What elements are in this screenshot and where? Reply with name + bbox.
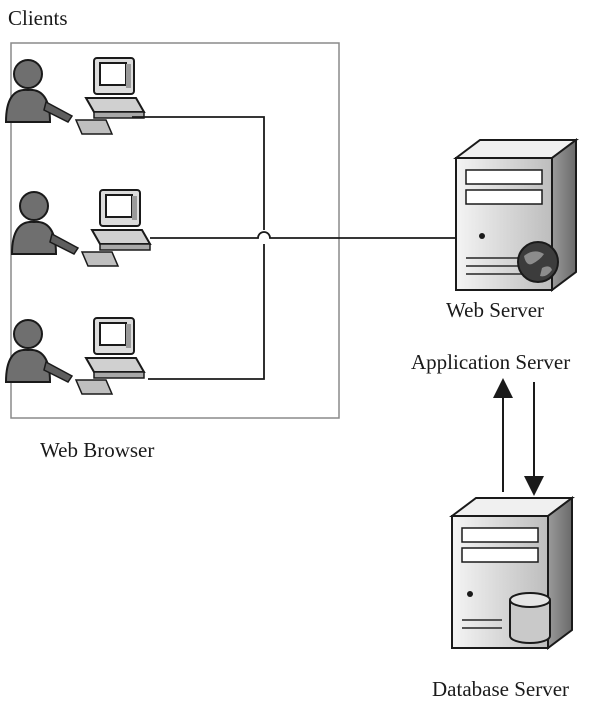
database-cylinder-icon: [509, 592, 551, 644]
clients-group-frame: [10, 42, 340, 419]
database-server-label: Database Server: [432, 677, 570, 701]
client-1-icon: [5, 57, 145, 135]
client-3-link: [148, 244, 265, 380]
network-connections: [132, 116, 470, 380]
client-1-link: [132, 116, 265, 230]
globe-icon: [517, 241, 559, 283]
application-server-label: Application Server: [411, 350, 571, 374]
client-3-icon: [5, 317, 145, 395]
client-2-link: [150, 231, 470, 239]
web-server-label: Web Server: [446, 298, 545, 322]
clients-label: Clients: [8, 6, 68, 30]
web-browser-label: Web Browser: [40, 438, 155, 462]
data-flow-arrows: [493, 378, 544, 496]
client-2-icon: [11, 189, 151, 267]
database-server-icon: [449, 496, 575, 650]
